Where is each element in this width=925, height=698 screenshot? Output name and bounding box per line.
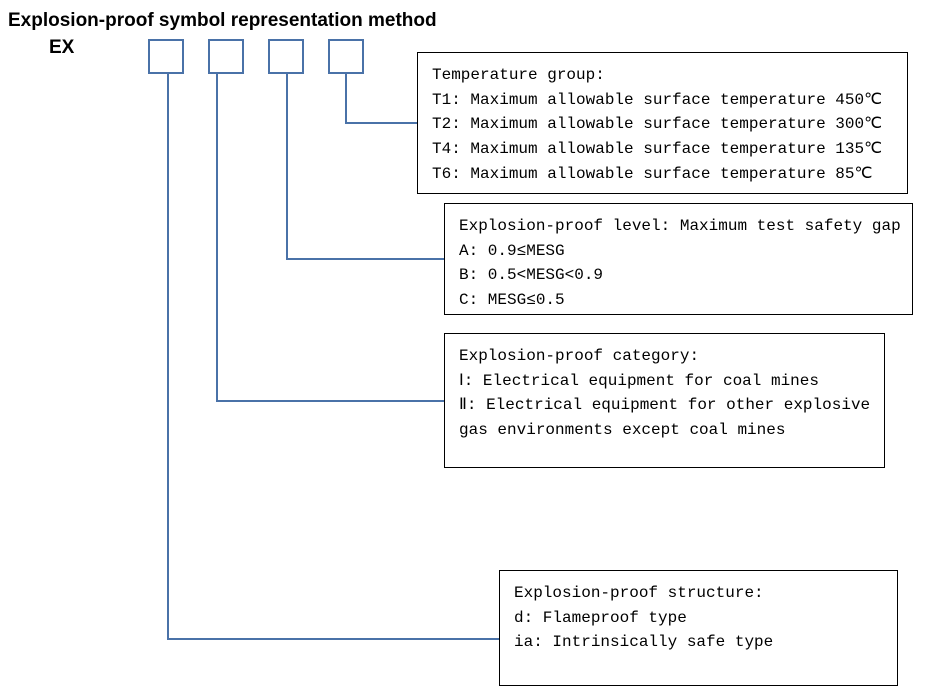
slot-structure	[148, 39, 184, 74]
category-line-ii: Ⅱ: Electrical equipment for other explos…	[459, 396, 871, 415]
temperature-group-heading: Temperature group:	[432, 66, 605, 84]
ex-prefix: EX	[49, 37, 75, 58]
slot-temperature	[328, 39, 364, 74]
temperature-line-t4: T4: Maximum allowable surface temperatur…	[432, 140, 883, 159]
level-line-c: C: MESG≤0.5	[459, 291, 565, 310]
slot-level	[268, 39, 304, 74]
connector-category	[216, 74, 445, 402]
temperature-line-t1: T1: Maximum allowable surface temperatur…	[432, 90, 883, 109]
category-heading: Explosion-proof category:	[459, 347, 700, 365]
diagram-title: Explosion-proof symbol representation me…	[8, 10, 437, 31]
connector-level	[286, 74, 445, 260]
structure-line-ia: ia: Intrinsically safe type	[514, 633, 774, 652]
level-heading: Explosion-proof level: Maximum test safe…	[459, 217, 901, 235]
temperature-line-t2: T2: Maximum allowable surface temperatur…	[432, 115, 883, 134]
connector-structure	[167, 74, 500, 640]
temperature-line-t6: T6: Maximum allowable surface temperatur…	[432, 164, 873, 183]
explosion-proof-level-box: Explosion-proof level: Maximum test safe…	[444, 203, 913, 315]
level-line-b: B: 0.5<MESG<0.9	[459, 266, 604, 285]
temperature-group-box: Temperature group: T1: Maximum allowable…	[417, 52, 908, 194]
level-line-a: A: 0.9≤MESG	[459, 241, 565, 260]
slot-category	[208, 39, 244, 74]
connector-temperature	[345, 74, 418, 124]
category-line-ii-cont: gas environments except coal mines	[459, 421, 786, 440]
explosion-proof-category-box: Explosion-proof category: Ⅰ: Electrical …	[444, 333, 885, 468]
structure-line-d: d: Flameproof type	[514, 608, 687, 627]
category-line-i: Ⅰ: Electrical equipment for coal mines	[459, 371, 819, 390]
structure-heading: Explosion-proof structure:	[514, 584, 764, 602]
explosion-proof-structure-box: Explosion-proof structure: d: Flameproof…	[499, 570, 898, 686]
